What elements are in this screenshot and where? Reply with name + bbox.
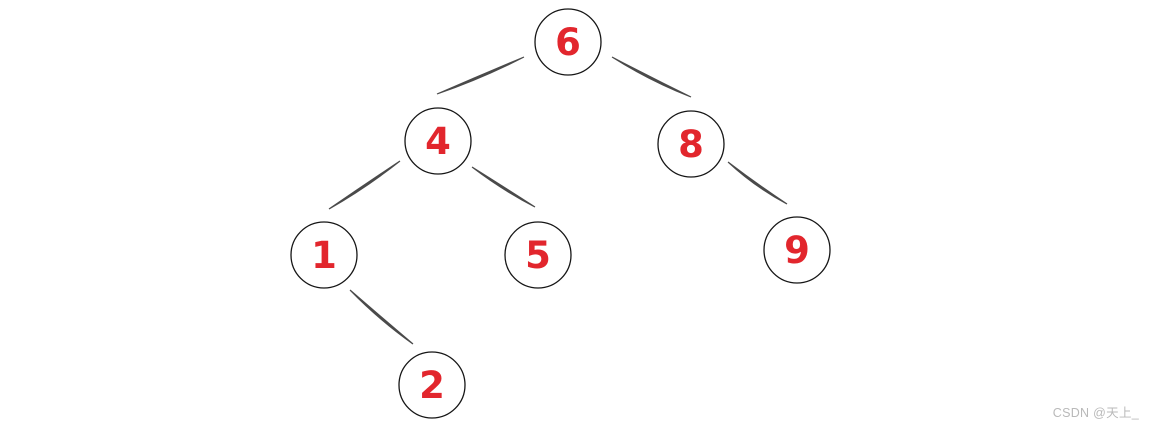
tree-node-label-1: 1 [311, 234, 337, 277]
tree-node-8: 8 [657, 110, 725, 178]
tree-edge-4-1 [328, 160, 401, 210]
tree-node-circle-6 [534, 8, 602, 76]
tree-node-label-2: 2 [419, 364, 445, 407]
tree-edge-4-5 [471, 166, 536, 208]
tree-node-9: 9 [763, 216, 831, 284]
tree-node-circle-9 [763, 216, 831, 284]
tree-edges-layer [328, 56, 788, 345]
tree-node-2: 2 [398, 351, 466, 419]
tree-edge-1-2 [349, 289, 414, 345]
tree-nodes-layer: 6 4 8 1 5 9 2 [290, 8, 831, 419]
tree-node-circle-1 [290, 221, 358, 289]
tree-node-circle-4 [404, 107, 472, 175]
tree-edge-6-8 [611, 56, 692, 98]
tree-node-circle-5 [504, 221, 572, 289]
tree-node-label-6: 6 [555, 21, 581, 64]
tree-node-label-8: 8 [678, 123, 704, 166]
tree-edge-8-9 [727, 161, 788, 205]
tree-node-6: 6 [534, 8, 602, 76]
tree-node-label-9: 9 [784, 229, 810, 272]
tree-node-label-5: 5 [525, 234, 551, 277]
tree-node-4: 4 [404, 107, 472, 175]
tree-node-circle-8 [657, 110, 725, 178]
tree-edge-6-4 [436, 56, 525, 95]
watermark: CSDN @天上_ [1052, 406, 1139, 420]
tree-node-5: 5 [504, 221, 572, 289]
tree-node-1: 1 [290, 221, 358, 289]
tree-node-label-4: 4 [425, 120, 451, 163]
tree-node-circle-2 [398, 351, 466, 419]
